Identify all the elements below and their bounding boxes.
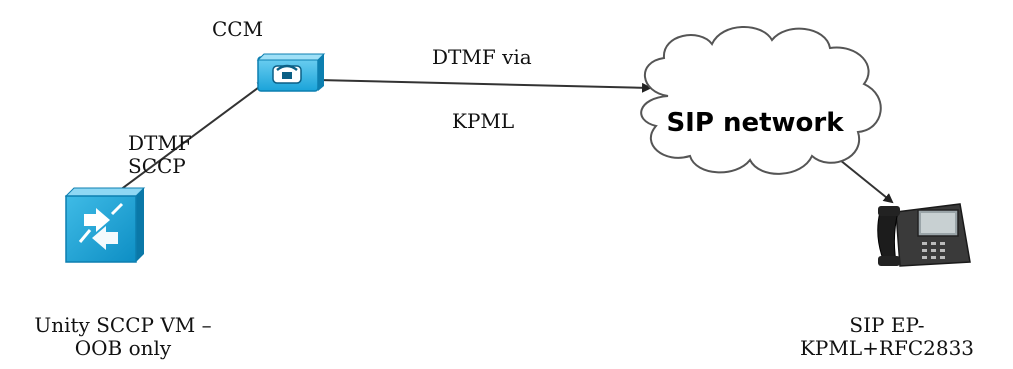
ip-phone-icon — [877, 203, 971, 267]
ccm-label: CCM — [212, 17, 264, 41]
call-manager-icon — [256, 53, 326, 92]
unity-label: Unity SCCP VM – OOB only — [8, 314, 238, 360]
cloud-icon — [640, 26, 882, 175]
link-unity-to-ccm — [111, 80, 268, 197]
unity-label-line2: OOB only — [74, 336, 172, 360]
sip-ep-label: SIP EP- KPML+RFC2833 — [762, 314, 1012, 360]
link-ccm-to-cloud — [317, 79, 652, 93]
link-label-dtmf-sccp: DTMF SCCP — [128, 132, 192, 178]
link-cloud-to-sip-ep — [839, 159, 894, 204]
link-label-dtmf: DTMF — [128, 131, 192, 155]
link-label-dtmf-via: DTMF via — [432, 45, 532, 69]
voicemail-server-icon — [64, 187, 146, 263]
sip-ep-label-line2: KPML+RFC2833 — [799, 336, 975, 360]
unity-label-line1: Unity SCCP VM – — [34, 313, 212, 337]
sip-ep-label-line1: SIP EP- — [849, 313, 925, 337]
cloud-label: SIP network — [666, 108, 844, 138]
link-label-kpml: KPML — [452, 109, 515, 133]
link-label-sccp: SCCP — [128, 154, 186, 178]
